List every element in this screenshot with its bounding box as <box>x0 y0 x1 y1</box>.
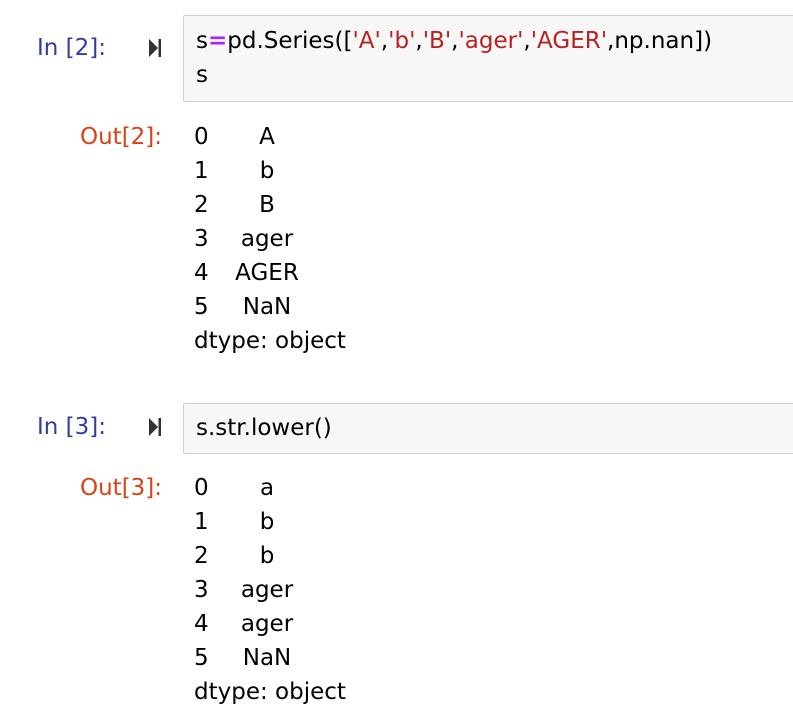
series-row: 2 b <box>194 539 754 573</box>
series-value: A <box>259 124 275 150</box>
series-row: 3 ager <box>194 573 754 607</box>
code-variable: s <box>196 28 208 54</box>
series-index: 0 <box>194 475 209 501</box>
code-call: pd.Series([ <box>227 28 353 54</box>
series-dtype: dtype: object <box>194 328 346 354</box>
code-string: 'b' <box>388 28 416 54</box>
code-comma: , <box>523 28 531 54</box>
input-prompt: In [3]: <box>37 414 106 440</box>
series-value: ager <box>240 577 294 603</box>
series-dtype: dtype: object <box>194 679 346 705</box>
series-row: 4 ager <box>194 607 754 641</box>
output-prompt: Out[2]: <box>80 124 163 150</box>
series-value: b <box>259 158 275 184</box>
series-value: ager <box>240 611 294 637</box>
code-operator: = <box>207 28 228 54</box>
code-input-area[interactable]: s.str.lower() <box>183 403 793 454</box>
code-string: 'B' <box>422 28 452 54</box>
input-prompt: In [2]: <box>37 35 106 61</box>
series-value: B <box>259 192 275 218</box>
code-tail: ,np.nan]) <box>607 28 713 54</box>
series-index: 1 <box>194 509 209 535</box>
code-comma: , <box>451 28 459 54</box>
series-index: 2 <box>194 192 209 218</box>
code-comma: , <box>415 28 423 54</box>
series-value: NaN <box>242 645 292 671</box>
series-row: 5 NaN <box>194 290 754 324</box>
series-row: 3 ager <box>194 222 754 256</box>
series-value: NaN <box>242 294 292 320</box>
series-row: 0 a <box>194 471 754 505</box>
series-index: 3 <box>194 577 209 603</box>
code-line-1: s.str.lower() <box>196 415 332 441</box>
series-value: a <box>259 475 275 501</box>
series-value: b <box>259 509 275 535</box>
series-row: 1 b <box>194 505 754 539</box>
code-string: 'A' <box>352 28 381 54</box>
series-index: 0 <box>194 124 209 150</box>
code-line-2: s <box>196 62 208 88</box>
code-input-area[interactable]: s=pd.Series(['A','b','B','ager','AGER',n… <box>183 15 793 102</box>
series-index: 1 <box>194 158 209 184</box>
series-index: 5 <box>194 294 209 320</box>
cell-output: 0 A 1 b 2 B 3 ager 4 AGER 5 NaN dtype: o… <box>194 120 754 358</box>
series-row: 2 B <box>194 188 754 222</box>
run-cell-icon[interactable] <box>148 417 162 437</box>
series-value: AGER <box>235 260 299 286</box>
series-index: 4 <box>194 611 209 637</box>
series-index: 5 <box>194 645 209 671</box>
series-value: ager <box>240 226 294 252</box>
series-row: 4 AGER <box>194 256 754 290</box>
run-cell-icon[interactable] <box>148 38 162 58</box>
code-string: 'AGER' <box>530 28 608 54</box>
code-string: 'ager' <box>458 28 524 54</box>
series-row: 1 b <box>194 154 754 188</box>
series-row: 0 A <box>194 120 754 154</box>
series-index: 4 <box>194 260 209 286</box>
code-comma: , <box>380 28 389 54</box>
series-row: 5 NaN <box>194 641 754 675</box>
series-index: 3 <box>194 226 209 252</box>
output-prompt: Out[3]: <box>80 475 163 501</box>
code-line-1: s=pd.Series(['A','b','B','ager','AGER',n… <box>196 24 793 58</box>
series-value: b <box>259 543 275 569</box>
series-index: 2 <box>194 543 209 569</box>
cell-output: 0 a 1 b 2 b 3 ager 4 ager 5 NaN dtype: o… <box>194 471 754 709</box>
